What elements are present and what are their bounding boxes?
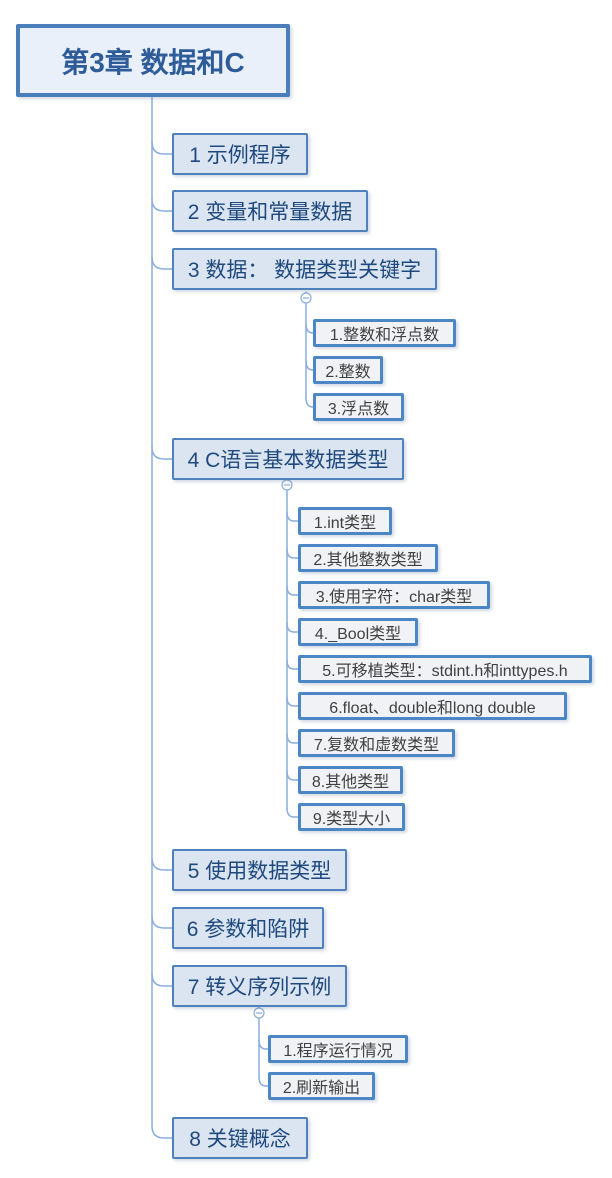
- topic-8[interactable]: 8 关键概念: [172, 1117, 308, 1159]
- subtopic-7-2[interactable]: 2.刷新输出: [268, 1072, 375, 1100]
- root-topic[interactable]: 第3章 数据和C: [16, 24, 290, 97]
- connector-topic-1: [151, 141, 173, 155]
- topic-2[interactable]: 2 变量和常量数据: [172, 190, 368, 232]
- connector-subtopic-3-2: [305, 360, 314, 371]
- connector-subtopic-4-4: [286, 622, 299, 633]
- connector-subtopic-4-8: [286, 770, 299, 781]
- connector-subtopic-4-9: [286, 807, 299, 818]
- collapse-toggle-topic-3[interactable]: [300, 292, 312, 304]
- topic-1[interactable]: 1 示例程序: [172, 133, 308, 175]
- subtopic-3-2[interactable]: 2.整数: [313, 356, 383, 384]
- subtopic-4-6[interactable]: 6.float、double和long double: [298, 692, 567, 720]
- connector-subtopic-4-2: [286, 548, 299, 559]
- connector-subtopic-4-6: [286, 696, 299, 707]
- subtopic-4-3[interactable]: 3.使用字符：char类型: [298, 581, 490, 609]
- topic-5[interactable]: 5 使用数据类型: [172, 849, 347, 891]
- subtopic-4-7[interactable]: 7.复数和虚数类型: [298, 729, 455, 757]
- connector-topic-6: [151, 915, 173, 929]
- subtopic-4-1[interactable]: 1.int类型: [298, 507, 392, 535]
- connector-topic-3: [151, 256, 173, 270]
- connector-trunk-root: [151, 96, 173, 1139]
- subtopic-4-9[interactable]: 9.类型大小: [298, 803, 405, 831]
- collapse-toggle-topic-7[interactable]: [253, 1007, 265, 1019]
- collapse-toggle-topic-4[interactable]: [281, 479, 293, 491]
- subtopic-4-4[interactable]: 4._Bool类型: [298, 618, 418, 646]
- connector-subtopic-4-3: [286, 585, 299, 596]
- topic-3[interactable]: 3 数据： 数据类型关键字: [172, 248, 437, 290]
- connector-subtopic-7-1: [258, 1039, 269, 1050]
- topic-7[interactable]: 7 转义序列示例: [172, 965, 347, 1007]
- subtopic-4-8[interactable]: 8.其他类型: [298, 766, 403, 794]
- subtopic-7-1[interactable]: 1.程序运行情况: [268, 1035, 408, 1063]
- connector-subtopic-4-7: [286, 733, 299, 744]
- subtopic-4-2[interactable]: 2.其他整数类型: [298, 544, 438, 572]
- connector-topic-7: [151, 973, 173, 987]
- topic-4[interactable]: 4 C语言基本数据类型: [172, 438, 404, 480]
- connector-topic-5: [151, 857, 173, 871]
- connector-subtopic-7-2: [258, 1076, 269, 1087]
- connector-subtopic-4-1: [286, 511, 299, 522]
- topic-6[interactable]: 6 参数和陷阱: [172, 907, 324, 949]
- connector-subtopic-3-3: [305, 397, 314, 408]
- subtopic-3-3[interactable]: 3.浮点数: [313, 393, 404, 421]
- connector-subtopic-3-1: [305, 323, 314, 334]
- connector-topic-4: [151, 446, 173, 460]
- subtopic-3-1[interactable]: 1.整数和浮点数: [313, 319, 456, 347]
- subtopic-4-5[interactable]: 5.可移植类型：stdint.h和inttypes.h: [298, 655, 592, 683]
- connector-subtopic-4-5: [286, 659, 299, 670]
- connector-topic-2: [151, 198, 173, 212]
